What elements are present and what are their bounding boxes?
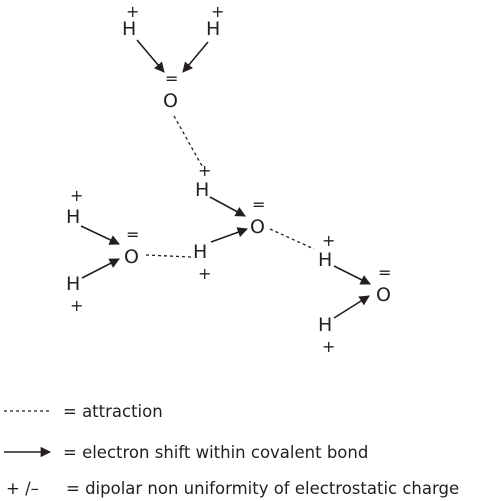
h3b-charge: + [70, 296, 83, 315]
h3a-charge: + [70, 186, 83, 205]
legend-charge-symbols: + /– [6, 479, 39, 498]
o4-atom: O [376, 284, 391, 306]
o2-lone-pairs: = [252, 195, 265, 214]
electron-shift-arrow-icon [136, 39, 165, 73]
hydrogen-bond-3 [269, 228, 315, 250]
o3-lone-pairs: = [126, 225, 139, 244]
h2b-atom: H [193, 241, 207, 263]
o4-lone-pairs: = [378, 263, 391, 282]
electron-shift-arrow-icon [209, 196, 246, 217]
h1a-atom: H [122, 18, 136, 40]
legend: = attraction = electron shift within cov… [4, 402, 459, 498]
legend-attraction: = attraction [63, 402, 163, 421]
electron-shift-arrow-icon [80, 225, 120, 245]
h1b-atom: H [206, 18, 220, 40]
o2-atom: O [250, 216, 265, 238]
h2a-atom: H [195, 179, 209, 201]
legend-dipolar: = dipolar non uniformity of electrostati… [66, 479, 459, 498]
h4b-atom: H [318, 314, 332, 336]
h2a-charge: + [198, 161, 211, 180]
o1-atom: O [163, 90, 178, 112]
legend-electron-shift: = electron shift within covalent bond [63, 443, 368, 462]
hydrogen-bond-1 [173, 115, 203, 167]
h4a-atom: H [318, 249, 332, 271]
o3-atom: O [124, 246, 139, 268]
h4b-charge: + [322, 337, 335, 356]
h1a-charge: + [126, 2, 139, 21]
hydrogen-bond-2 [145, 254, 192, 258]
h3b-atom: H [66, 273, 80, 295]
electron-shift-arrow-icon [333, 265, 371, 285]
electron-shift-arrow-icon [210, 227, 248, 243]
water-molecule-3: + H H + = O [66, 186, 139, 315]
electron-shift-arrow-icon [333, 295, 370, 319]
h1b-charge: + [211, 2, 224, 21]
h4a-charge: + [322, 231, 335, 250]
h2b-charge: + [198, 264, 211, 283]
h3a-atom: H [66, 206, 80, 228]
water-molecule-1: + H + H = O [122, 2, 224, 112]
o1-lone-pairs: = [165, 69, 178, 88]
water-molecule-4: + H H + = O [318, 231, 391, 356]
water-molecule-2: + H H + = O [193, 161, 265, 283]
electron-shift-arrow-icon [182, 41, 209, 73]
electron-shift-arrow-icon [81, 258, 120, 279]
